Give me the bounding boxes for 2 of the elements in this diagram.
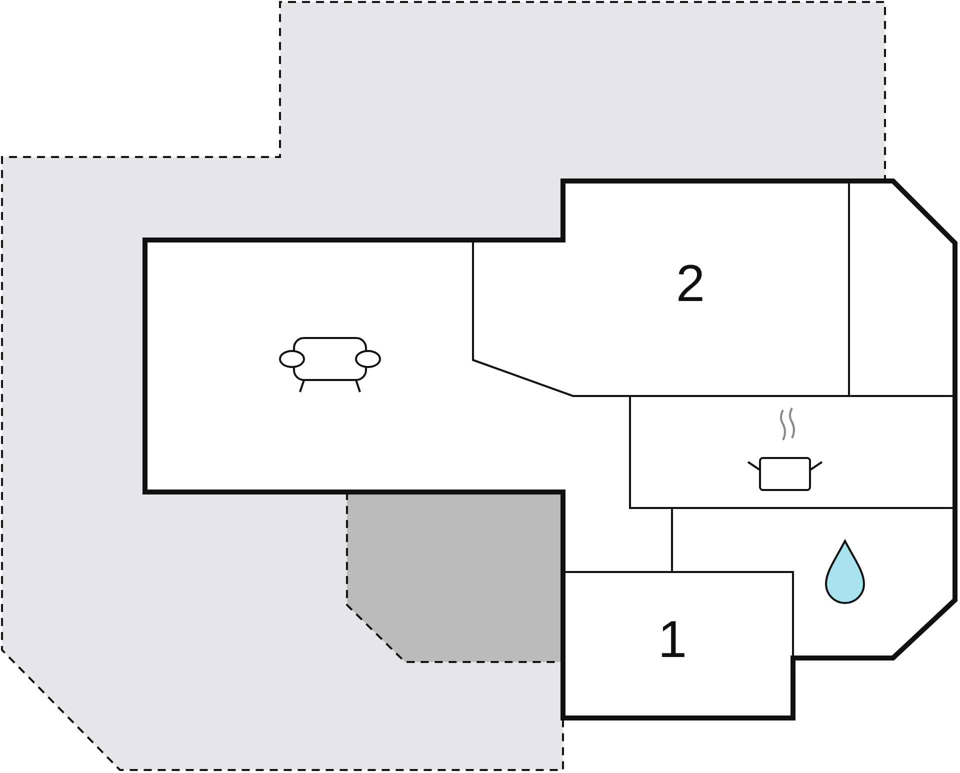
room-number: 1 xyxy=(658,614,687,666)
room-number: 2 xyxy=(676,258,705,310)
